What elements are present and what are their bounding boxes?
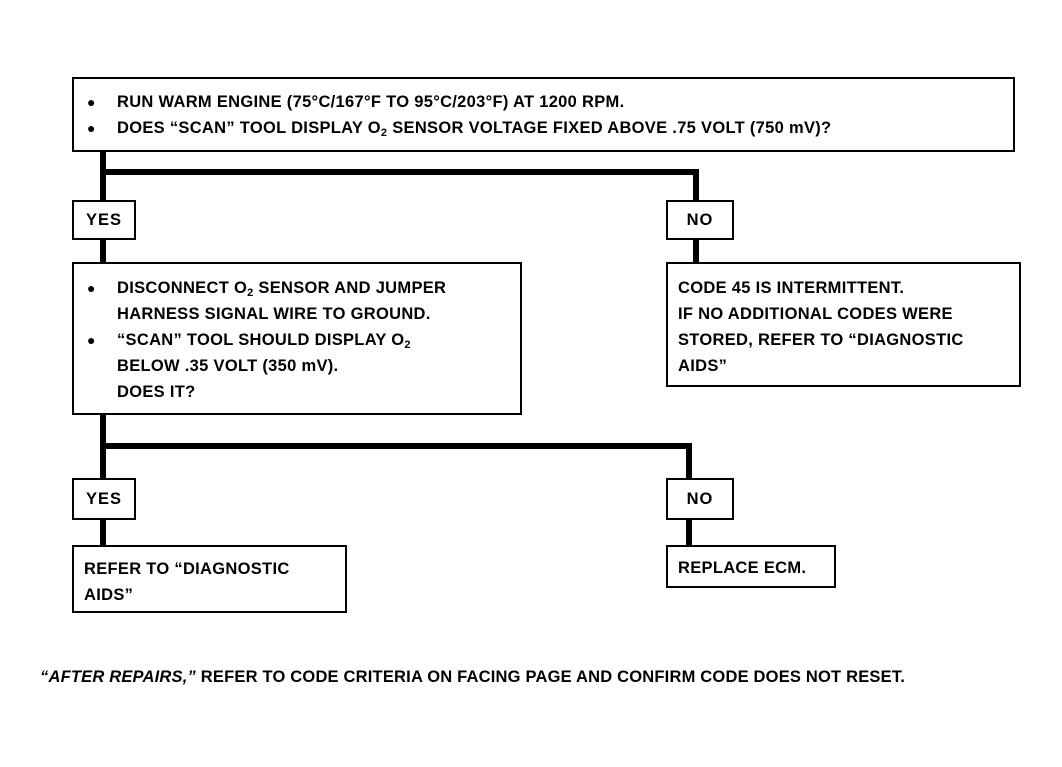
replace-ecm-text: REPLACE ECM. xyxy=(678,559,807,577)
code45-line-1: CODE 45 IS INTERMITTENT. xyxy=(678,279,905,297)
refer-line-2: AIDS” xyxy=(84,586,134,604)
code45-line-4: AIDS” xyxy=(678,357,728,375)
start-question-box: ● RUN WARM ENGINE (75°C/167°F TO 95°C/20… xyxy=(72,77,1015,152)
disconnect-bullet-1: ● DISCONNECT O2 SENSOR AND JUMPER xyxy=(87,275,512,301)
disconnect-sensor-box: ● DISCONNECT O2 SENSOR AND JUMPER HARNES… xyxy=(72,262,522,415)
disconnect-step-continuation: HARNESS SIGNAL WIRE TO GROUND. xyxy=(117,305,431,323)
disconnect-step-text: DISCONNECT O2 SENSOR AND JUMPER xyxy=(117,279,447,299)
code45-line-2: IF NO ADDITIONAL CODES WERE xyxy=(678,305,953,323)
start-bullet-1: ● RUN WARM ENGINE (75°C/167°F TO 95°C/20… xyxy=(87,89,1001,115)
yes-label-1: YES xyxy=(72,200,136,240)
bullet-icon: ● xyxy=(87,332,96,348)
start-step-text: RUN WARM ENGINE (75°C/167°F TO 95°C/203°… xyxy=(117,93,625,111)
replace-ecm-box: REPLACE ECM. xyxy=(666,545,836,588)
yes-label-2: YES xyxy=(72,478,136,520)
scan-display-continuation: BELOW .35 VOLT (350 mV). xyxy=(117,357,339,375)
bullet-icon: ● xyxy=(87,120,96,136)
bullet-icon: ● xyxy=(87,280,96,296)
connector-branch-1 xyxy=(100,169,699,203)
bullet-icon: ● xyxy=(87,94,96,110)
start-bullet-2: ● DOES “SCAN” TOOL DISPLAY O2 SENSOR VOL… xyxy=(87,115,1001,141)
refer-diagnostic-aids-box: REFER TO “DIAGNOSTIC AIDS” xyxy=(72,545,347,613)
disconnect-question: DOES IT? xyxy=(117,383,196,401)
after-repairs-note: “AFTER REPAIRS,” REFER TO CODE CRITERIA … xyxy=(40,668,905,687)
connector-branch-2 xyxy=(100,443,692,481)
start-question-text: DOES “SCAN” TOOL DISPLAY O2 SENSOR VOLTA… xyxy=(117,119,832,139)
disconnect-bullet-2: ● “SCAN” TOOL SHOULD DISPLAY O2 xyxy=(87,327,512,353)
code45-line-3: STORED, REFER TO “DIAGNOSTIC xyxy=(678,331,964,349)
no-label-2: NO xyxy=(666,478,734,520)
scan-display-text: “SCAN” TOOL SHOULD DISPLAY O2 xyxy=(117,331,411,351)
refer-line-1: REFER TO “DIAGNOSTIC xyxy=(84,560,290,578)
code45-intermittent-box: CODE 45 IS INTERMITTENT. IF NO ADDITIONA… xyxy=(666,262,1021,387)
after-repairs-emphasis: “AFTER REPAIRS,” xyxy=(40,668,196,686)
no-label-1: NO xyxy=(666,200,734,240)
after-repairs-text: REFER TO CODE CRITERIA ON FACING PAGE AN… xyxy=(196,668,906,686)
